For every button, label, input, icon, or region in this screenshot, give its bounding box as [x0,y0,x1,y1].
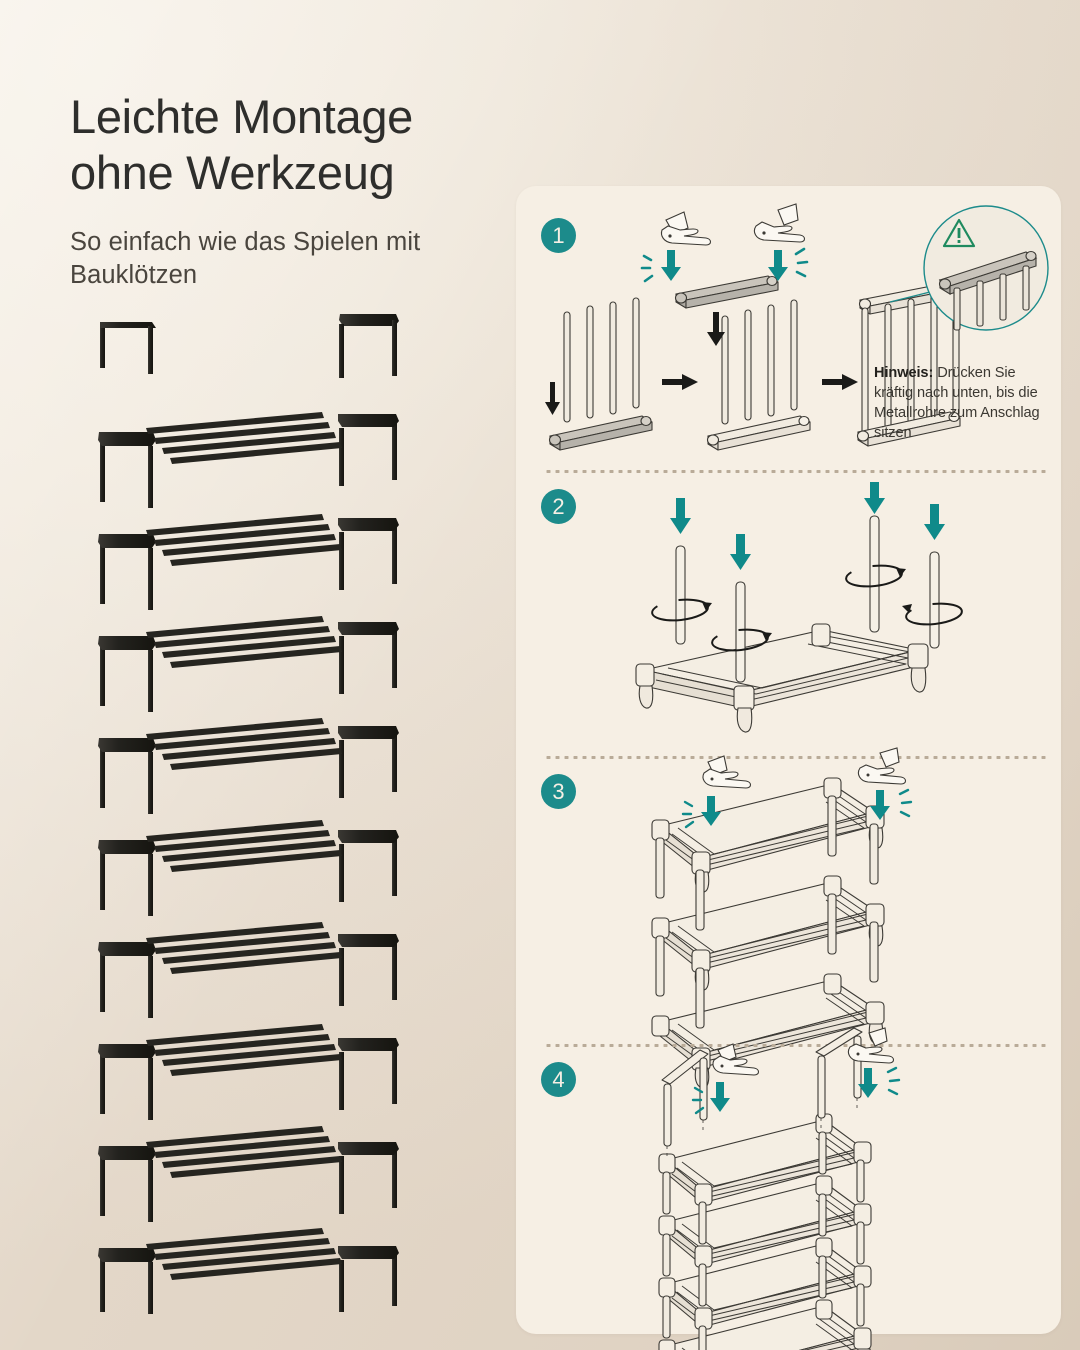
step-2-illustration [635,482,963,733]
hand-press-icon [640,211,712,283]
shelf-bars [146,412,342,1280]
step-1-note: Hinweis: Drücken Sie kräftig nach unten,… [874,363,1052,444]
hand-press-icon [691,1043,760,1115]
step-4-badge: 4 [541,1062,576,1097]
divider-3 [544,1044,1047,1047]
step-1-illustration [545,203,1049,451]
hand-press-icon [681,755,752,829]
product-photo-shoe-rack: 10-tier black metal shoe rack [72,300,422,1320]
hand-press-icon [857,747,913,820]
page-title: Leichte Montage ohne Werkzeug [70,90,414,200]
step-1-note-text: Drücken Sie kräftig nach unten, bis die … [874,364,1040,441]
step-2-badge: 2 [541,489,576,524]
step-1-badge: 1 [541,218,576,253]
tube-with-arrows [651,498,712,645]
step-3-badge: 3 [541,774,576,809]
side-rail [815,1027,863,1119]
tube-with-arrows [711,534,772,683]
divider-1 [544,470,1047,473]
hand-press-icon [847,1027,901,1098]
hand-press-icon [753,203,809,281]
step-4-illustration [658,1027,901,1350]
tube-with-arrows [845,482,906,633]
warning-triangle-icon [942,218,976,248]
divider-2 [544,756,1047,759]
side-rail [661,1049,709,1147]
instruction-panel: 1 [516,186,1061,1350]
shoe-rack-illustration [98,314,399,1314]
step-1-note-label: Hinweis: [874,364,934,381]
magnifier-circle-icon [889,205,1049,331]
page-subtitle: So einfach wie das Spielen mit Bauklötze… [70,227,421,290]
tube-with-arrows [902,504,963,649]
step-3-illustration [651,747,913,1089]
